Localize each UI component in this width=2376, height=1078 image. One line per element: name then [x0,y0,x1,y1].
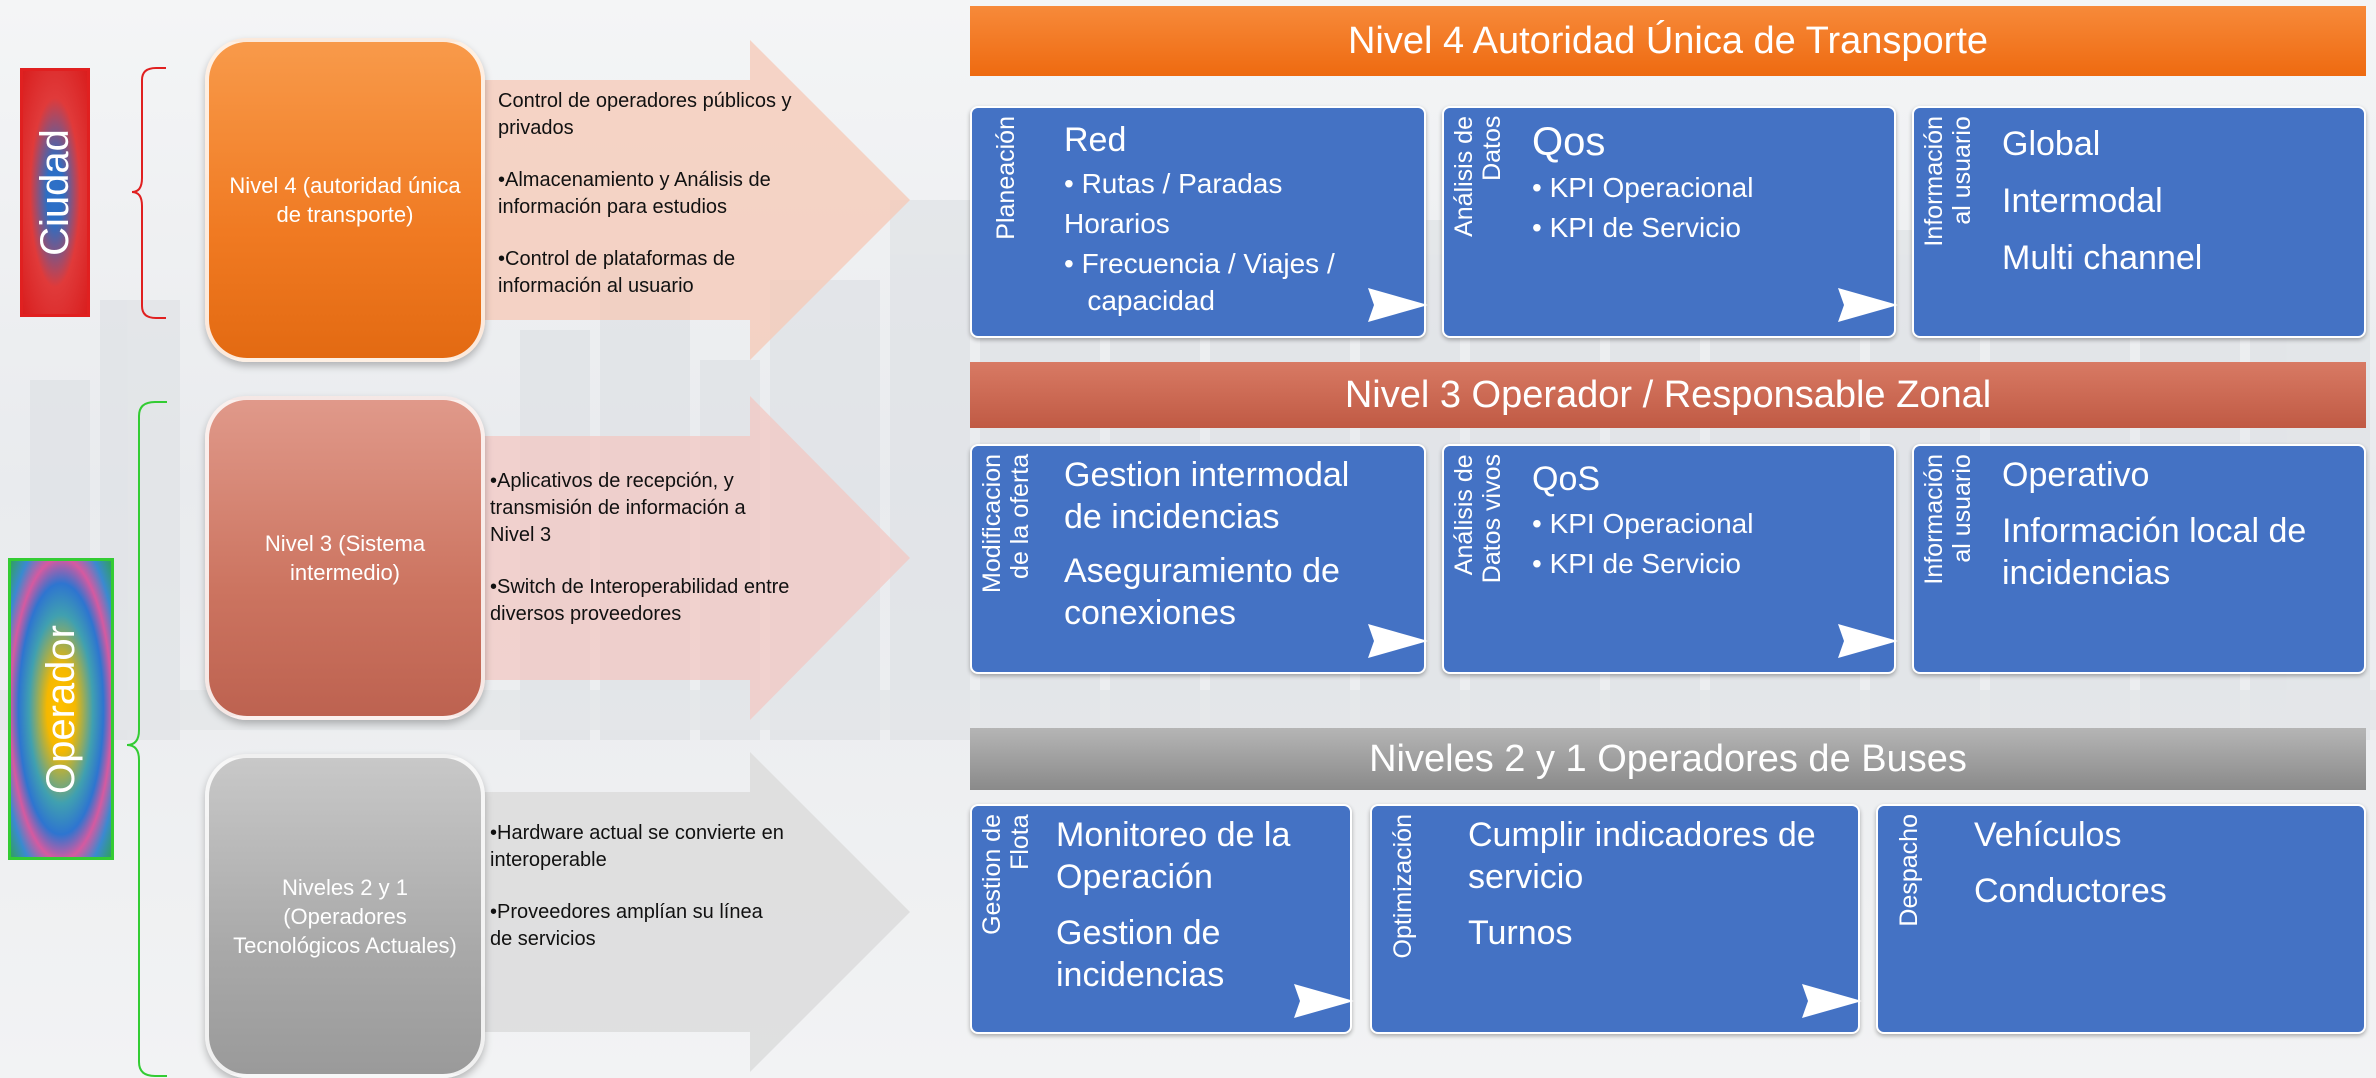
card-label: Análisis de Datos [1450,116,1506,237]
card-label: Despacho [1895,814,1923,927]
card-item: Aseguramiento de [1064,552,1340,590]
flow-arrow-icon [1294,984,1354,1018]
ciudad-brace [131,67,166,319]
level21-box: Niveles 2 y 1 (Operadores Tecnológicos A… [205,754,485,1078]
card-item: Multi channel [2002,239,2203,277]
card-item: incidencias [2002,554,2171,592]
card-item: servicio [1468,858,1584,896]
level4-arrow [470,40,910,360]
card-optimizacion: Optimización Cumplir indicadores de serv… [1370,804,1862,1034]
card-item: Monitoreo de la [1056,816,1291,854]
flow-arrow-icon [1838,624,1898,658]
ciudad-label: Ciudad [20,68,90,317]
card-item: Gestion intermodal [1064,456,1350,494]
card-item: Operativo [2002,456,2150,494]
card-item: Vehículos [1974,816,2122,854]
card-item: • KPI de Servicio [1532,212,1742,243]
card-item: • KPI Operacional [1532,172,1754,203]
level4-description: Control de operadores públicos y privado… [498,88,798,325]
card-label: Modificacion de la oferta [978,454,1034,593]
level3-banner: Nivel 3 Operador / Responsable Zonal [970,362,2366,428]
flow-arrow-icon [1802,984,1862,1018]
card-label: Gestion de Flota [978,814,1034,935]
card-title: Red [1064,121,1127,159]
card-item: Horarios [1064,208,1170,239]
card-item: Información local de [2002,512,2307,550]
card-gestion-flota: Gestion de Flota Monitoreo de la Operaci… [970,804,1354,1034]
level3-description: •Aplicativos de recepción, y transmisión… [490,468,790,653]
card-item: Global [2002,125,2101,163]
card-title: QoS [1532,460,1601,498]
card-modificacion-oferta: Modificacion de la oferta Gestion interm… [970,444,1428,674]
desc-item: •Aplicativos de recepción, y transmisión… [490,470,746,546]
card-informacion-usuario: Información al usuario Global Intermodal… [1912,106,2366,338]
level21-banner: Niveles 2 y 1 Operadores de Buses [970,728,2366,790]
card-label: Análisis de Datos vivos [1450,454,1506,584]
operador-brace [126,401,167,1077]
card-title: Qos [1532,120,1606,164]
flow-arrow-icon [1368,288,1428,322]
card-item: de incidencias [1064,498,1280,536]
card-item: incidencias [1056,956,1225,994]
card-label: Optimización [1389,814,1417,959]
desc-item: Control de operadores públicos y privado… [498,90,792,139]
card-item: Operación [1056,858,1213,896]
card-item: • KPI Operacional [1532,508,1754,539]
level21-description: •Hardware actual se convierte en interop… [490,820,790,978]
card-label: Información al usuario [1920,116,1976,247]
desc-item: •Almacenamiento y Análisis de informació… [498,169,771,218]
card-item: • KPI de Servicio [1532,548,1742,579]
card-item: Cumplir indicadores de [1468,816,1816,854]
card-item: Conductores [1974,872,2167,910]
operador-label: Operador [8,558,114,860]
card-item: conexiones [1064,594,1237,632]
card-item: Turnos [1468,914,1573,952]
desc-item: •Switch de Interoperabilidad entre diver… [490,576,790,625]
card-item: Intermodal [2002,182,2163,220]
level3-arrow [470,396,910,720]
desc-item: •Proveedores amplían su línea de servici… [490,901,763,950]
flow-arrow-icon [1368,624,1428,658]
desc-item: •Control de plataformas de información a… [498,248,736,297]
card-item: Gestion de [1056,914,1221,952]
card-item: capacidad [1064,285,1215,316]
desc-item: •Hardware actual se convierte en interop… [490,822,784,871]
level3-box: Nivel 3 (Sistema intermedio) [205,396,485,720]
card-despacho: Despacho Vehículos Conductores [1876,804,2366,1034]
card-label: Información al usuario [1920,454,1976,585]
card-label: Planeación [992,116,1020,240]
level4-box: Nivel 4 (autoridad única de transporte) [205,38,485,362]
level21-arrow [470,752,910,1072]
card-informacion-usuario-operativo: Información al usuario Operativo Informa… [1912,444,2366,674]
card-item: • Frecuencia / Viajes / [1064,248,1335,279]
level4-banner: Nivel 4 Autoridad Única de Transporte [970,6,2366,76]
card-analisis-datos: Análisis de Datos Qos • KPI Operacional … [1442,106,1898,338]
card-item: • Rutas / Paradas [1064,168,1283,199]
card-analisis-datos-vivos: Análisis de Datos vivos QoS • KPI Operac… [1442,444,1898,674]
flow-arrow-icon [1838,288,1898,322]
card-planeacion: Planeación Red • Rutas / Paradas Horario… [970,106,1428,338]
